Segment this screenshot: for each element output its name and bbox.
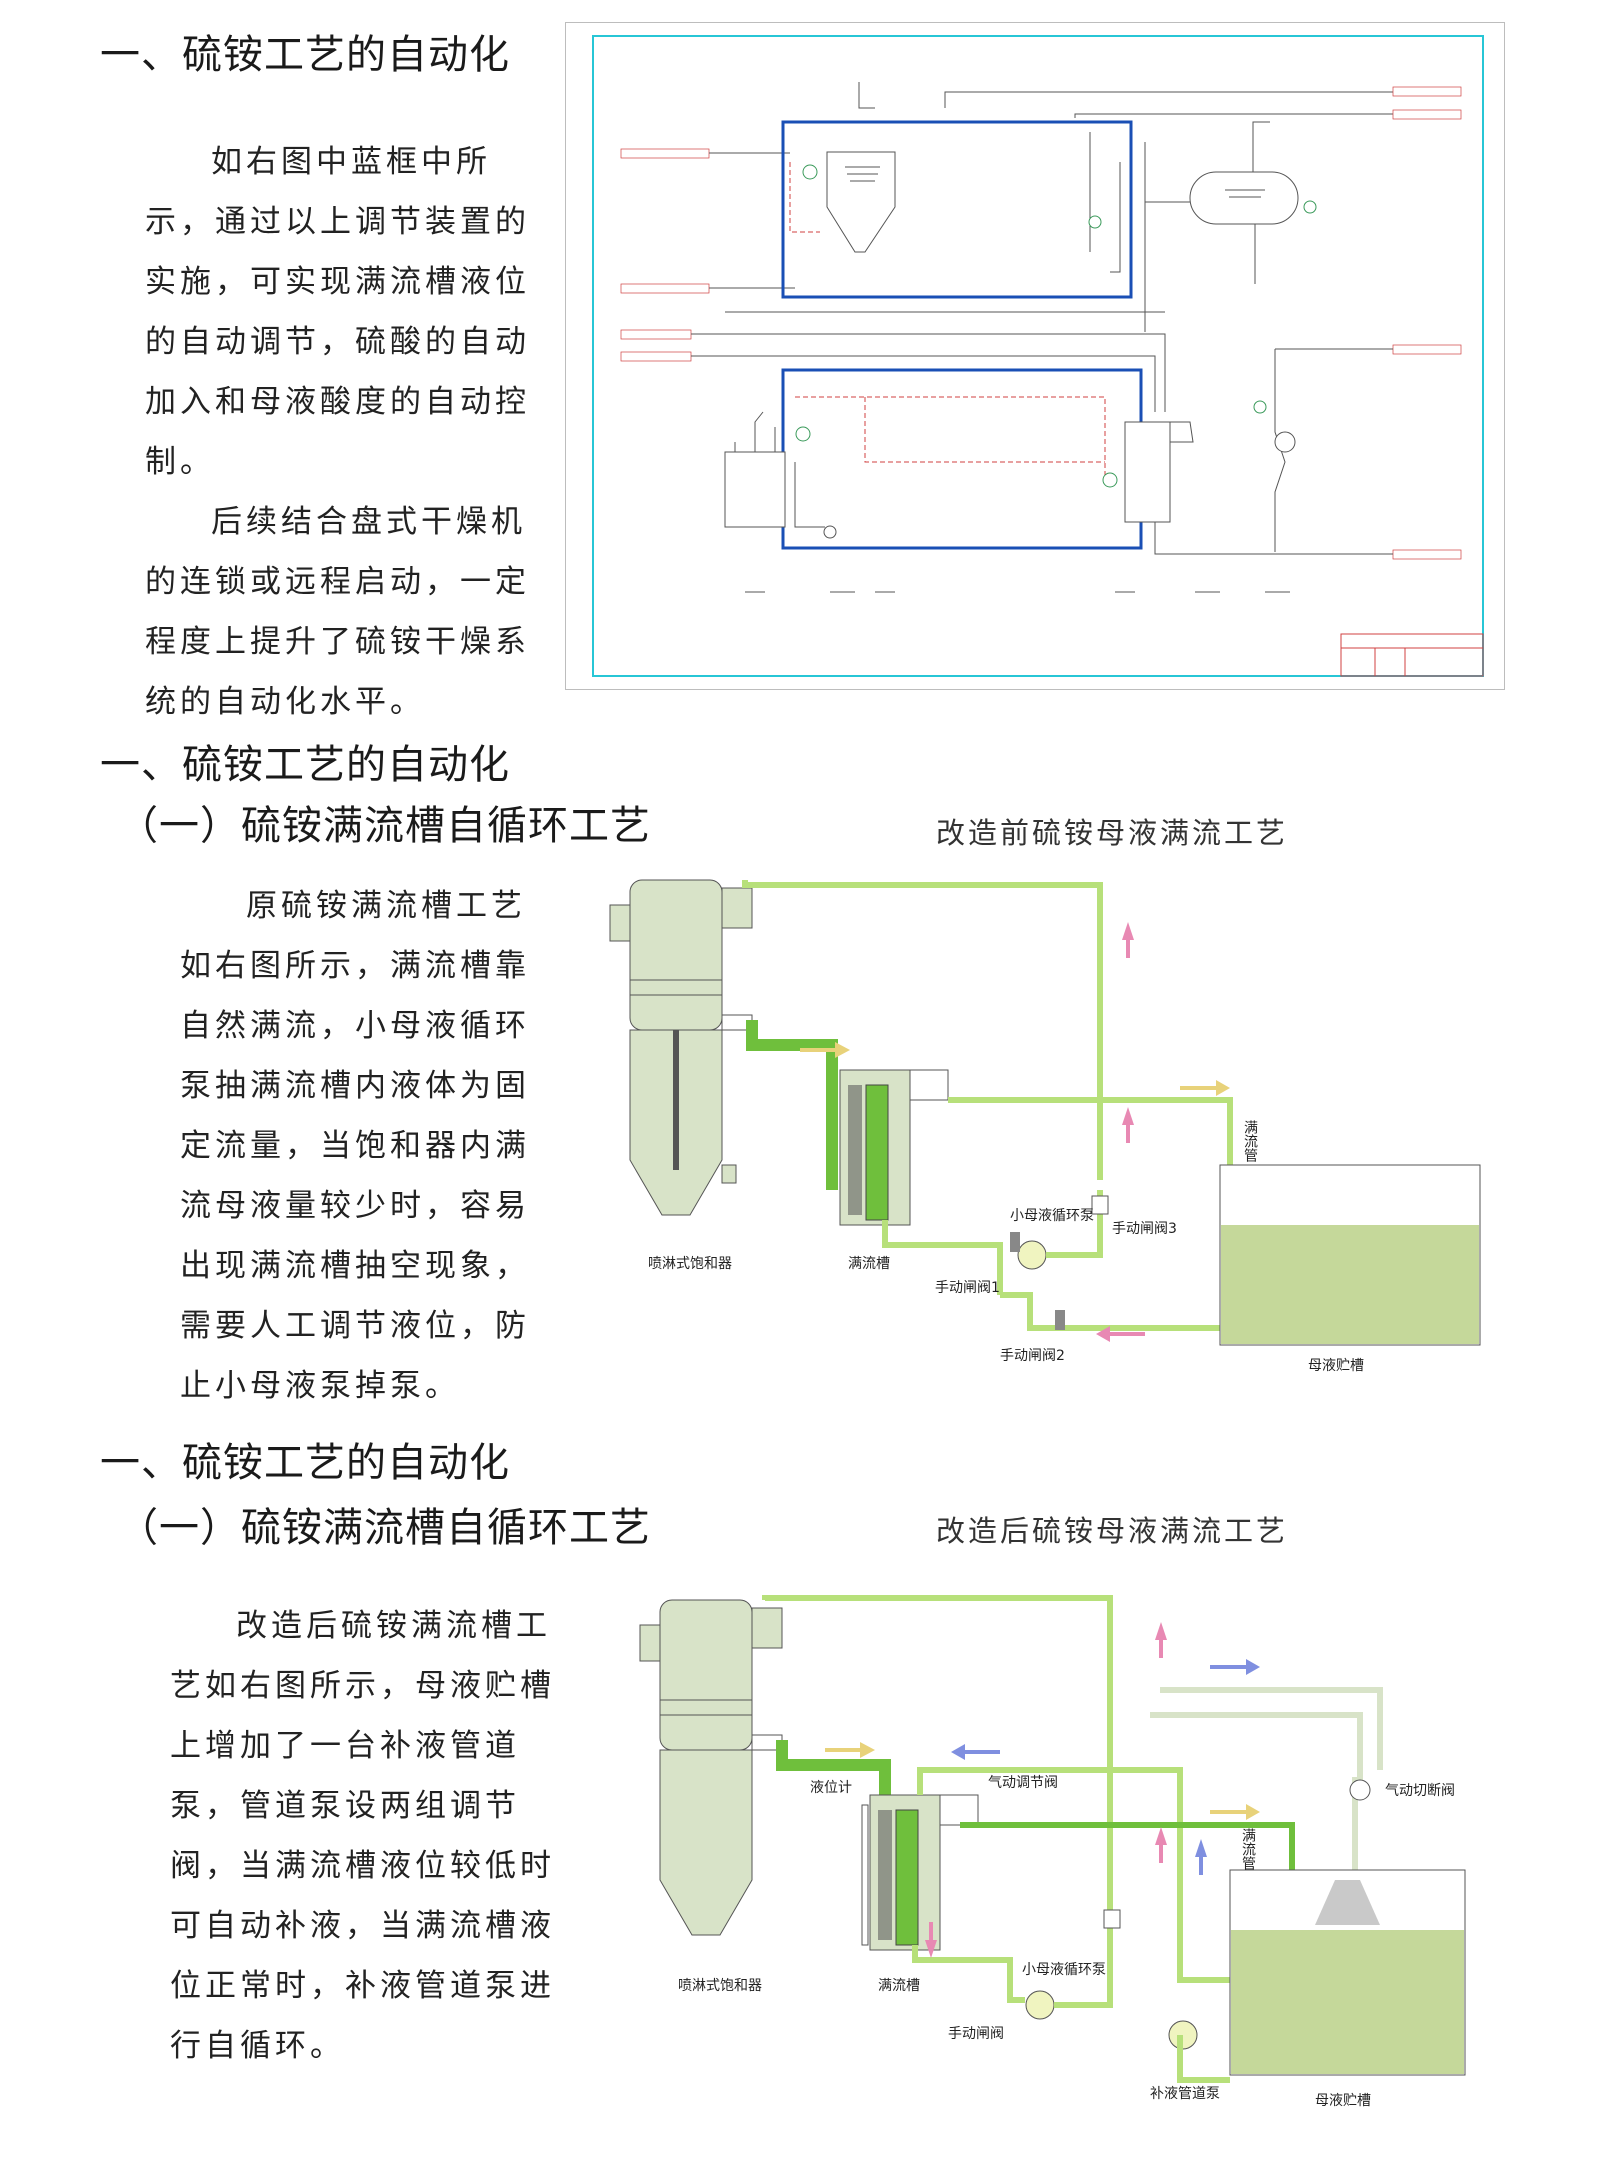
saturator-vessel (639, 1599, 783, 1936)
label-manual-valve: 手动闸阀 (948, 2026, 1004, 2042)
label-saturator: 喷淋式饱和器 (678, 1978, 762, 1994)
section1-paragraph-2: 后续结合盘式干燥机的连锁或远程启动，一定程度上提升了硫铵干燥系统的自动化水平。 (145, 504, 530, 720)
label-cutoff-valve: 气动切断阀 (1385, 1783, 1455, 1799)
section2-paragraph: 原硫铵满流槽工艺如右图所示，满流槽靠自然满流，小母液循环泵抽满流槽内液体为固定流… (180, 888, 530, 1404)
section2-caption: 改造前硫铵母液满流工艺 (936, 816, 1289, 850)
section1-paragraph-1: 如右图中蓝框中所示，通过以上调节装置的实施，可实现满流槽液位的自动调节，硫酸的自… (145, 144, 530, 480)
overflow-tank (839, 1069, 949, 1226)
mother-liquor-storage-tank (1219, 1164, 1481, 1346)
label-overflow-tank: 满流槽 (878, 1978, 920, 1994)
section3-title: 一、硫铵工艺的自动化 (100, 1440, 510, 1486)
label-valve3: 手动闸阀3 (1112, 1221, 1177, 1237)
section1-title: 一、硫铵工艺的自动化 (100, 32, 510, 78)
before-retrofit-diagram: 喷淋式饱和器 满流槽 满流管 小母液循环泵 手动闸阀1 手动闸阀2 手动闸阀3 … (609, 879, 1481, 1374)
label-pump: 小母液循环泵 (1022, 1962, 1106, 1978)
section2-subtitle: （一）硫铵满流槽自循环工艺 (118, 803, 651, 849)
label-storage: 母液贮槽 (1308, 1358, 1364, 1374)
after-retrofit-diagram: 喷淋式饱和器 满流槽 液位计 气动调节阀 气动切断阀 满流管 小母液循环泵 手动… (639, 1595, 1466, 2109)
label-saturator: 喷淋式饱和器 (648, 1256, 732, 1272)
label-overflow-pipe: 满流管 (1240, 1828, 1256, 1870)
label-supply-pump: 补液管道泵 (1150, 2086, 1220, 2102)
process-flow-drawing (565, 22, 1505, 690)
section2-title: 一、硫铵工艺的自动化 (100, 742, 510, 788)
label-overflow-tank: 满流槽 (848, 1256, 890, 1272)
label-level-meter: 液位计 (810, 1780, 852, 1796)
mother-liquor-storage-tank (1229, 1869, 1466, 2076)
label-valve1: 手动闸阀1 (935, 1280, 1000, 1296)
saturator-vessel (609, 879, 753, 1216)
section1-body: 如右图中蓝框中所示，通过以上调节装置的实施，可实现满流槽液位的自动调节，硫酸的自… (145, 132, 537, 732)
label-overflow-pipe: 满流管 (1242, 1120, 1258, 1162)
section3-caption: 改造后硫铵母液满流工艺 (936, 1514, 1289, 1548)
label-pneumatic-valve: 气动调节阀 (988, 1775, 1058, 1791)
section3-paragraph: 改造后硫铵满流槽工艺如右图所示，母液贮槽上增加了一台补液管道泵，管道泵设两组调节… (170, 1608, 555, 2064)
section3-subtitle: （一）硫铵满流槽自循环工艺 (118, 1505, 651, 1551)
overflow-tank (861, 1794, 979, 1951)
label-storage: 母液贮槽 (1315, 2093, 1371, 2109)
label-pump: 小母液循环泵 (1010, 1208, 1094, 1224)
label-valve2: 手动闸阀2 (1000, 1348, 1065, 1364)
